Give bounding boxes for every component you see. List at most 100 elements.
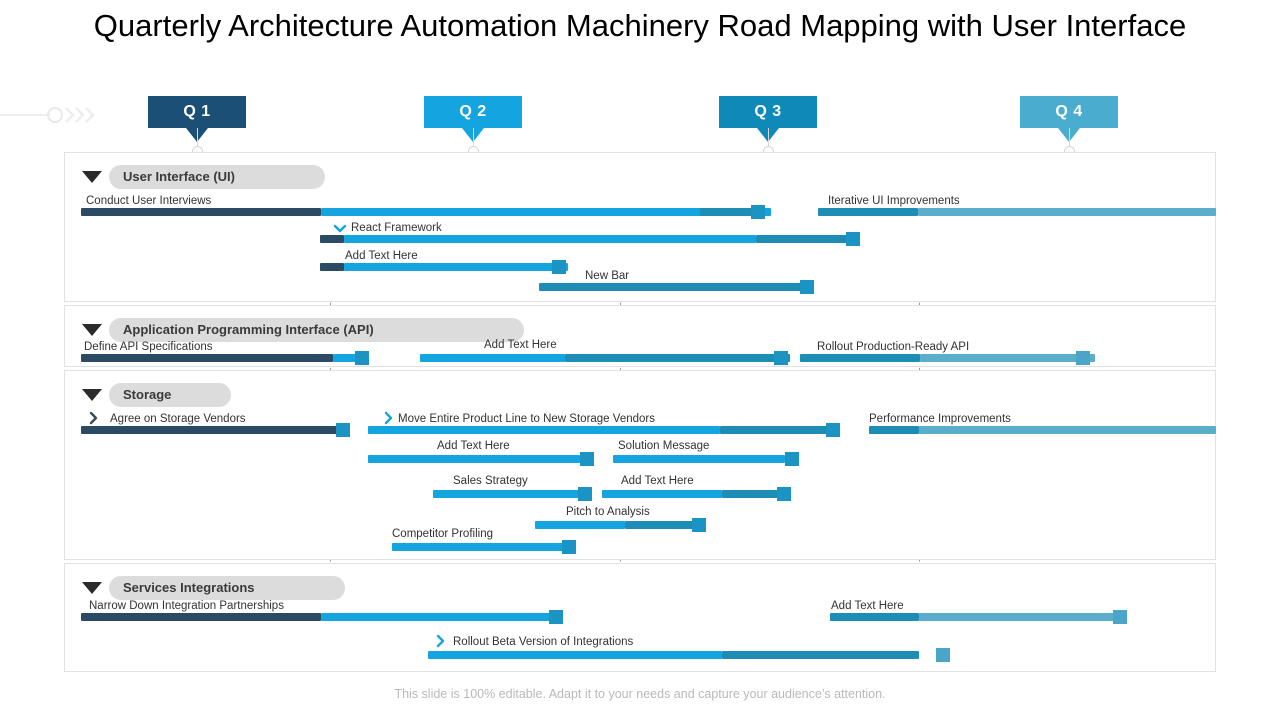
task-bar-segment bbox=[428, 651, 722, 659]
task-bar-agree-on-storage-vendors[interactable] bbox=[0, 423, 1280, 437]
caret-down-icon[interactable] bbox=[81, 323, 103, 337]
task-bar-segment bbox=[918, 208, 1216, 216]
quarter-marker-3[interactable]: Q 3 bbox=[719, 96, 817, 142]
task-label-define-api-specifications: Define API Specifications bbox=[84, 341, 213, 353]
task-bar-move-entire-product-line[interactable] bbox=[0, 423, 1280, 437]
task-bar-pitch-to-analysis[interactable] bbox=[0, 518, 1280, 532]
task-milestone-marker[interactable] bbox=[580, 452, 594, 466]
task-bar-segment bbox=[830, 613, 919, 621]
task-bar-competitor-profiling[interactable] bbox=[0, 540, 1280, 554]
caret-down-icon[interactable] bbox=[81, 170, 103, 184]
chevron-down-icon[interactable] bbox=[333, 221, 347, 235]
task-milestone-marker[interactable] bbox=[751, 205, 765, 219]
task-bar-sales-strategy[interactable] bbox=[0, 487, 1280, 501]
task-bar-segment bbox=[321, 613, 551, 621]
task-label-add-text-here-services: Add Text Here bbox=[831, 600, 904, 612]
task-bar-rollout-beta-version-of-integrations[interactable] bbox=[0, 648, 1280, 662]
task-bar-segment bbox=[565, 354, 790, 362]
task-milestone-marker[interactable] bbox=[336, 423, 350, 437]
task-bar-segment bbox=[420, 354, 565, 362]
footer-note: This slide is 100% editable. Adapt it to… bbox=[394, 687, 886, 701]
task-bar-segment bbox=[320, 263, 344, 271]
task-bar-add-text-here-storage-2[interactable] bbox=[0, 487, 1280, 501]
task-label-narrow-down-integration-partnerships: Narrow Down Integration Partnerships bbox=[89, 600, 284, 612]
task-label-conduct-user-interviews: Conduct User Interviews bbox=[86, 195, 212, 207]
section-header-api[interactable]: Application Programming Interface (API) bbox=[81, 318, 524, 342]
task-milestone-marker[interactable] bbox=[777, 487, 791, 501]
task-bar-conduct-user-interviews[interactable] bbox=[0, 205, 1280, 219]
task-milestone-marker[interactable] bbox=[562, 540, 576, 554]
chevron-right-icon[interactable] bbox=[433, 634, 447, 648]
task-label-performance-improvements: Performance Improvements bbox=[869, 413, 1011, 425]
task-bar-narrow-down-integration-partnerships[interactable] bbox=[0, 610, 1280, 624]
task-bar-add-text-here-services[interactable] bbox=[0, 610, 1280, 624]
task-bar-segment bbox=[700, 208, 765, 216]
task-bar-segment bbox=[869, 426, 919, 434]
task-bar-segment bbox=[613, 455, 785, 463]
quarter-label: Q 2 bbox=[459, 103, 487, 120]
task-bar-solution-message[interactable] bbox=[0, 452, 1280, 466]
task-bar-segment bbox=[720, 426, 830, 434]
task-milestone-marker[interactable] bbox=[936, 648, 950, 662]
quarter-marker-1[interactable]: Q 1 bbox=[148, 96, 246, 142]
task-bar-new-bar[interactable] bbox=[0, 280, 1280, 294]
task-bar-add-text-here-api[interactable] bbox=[0, 351, 1280, 365]
task-bar-segment bbox=[81, 613, 321, 621]
task-milestone-marker[interactable] bbox=[1076, 351, 1090, 365]
task-bar-segment bbox=[535, 521, 625, 529]
decorative-arrows-icon bbox=[0, 100, 100, 130]
task-bar-segment bbox=[756, 235, 860, 243]
task-milestone-marker[interactable] bbox=[355, 351, 369, 365]
task-milestone-marker[interactable] bbox=[552, 260, 566, 274]
task-milestone-marker[interactable] bbox=[846, 232, 860, 246]
task-milestone-marker[interactable] bbox=[774, 351, 788, 365]
quarter-marker-2[interactable]: Q 2 bbox=[424, 96, 522, 142]
task-label-add-text-here-storage: Add Text Here bbox=[437, 440, 510, 452]
task-bar-react-framework[interactable] bbox=[0, 232, 1280, 246]
task-bar-add-text-here-storage[interactable] bbox=[0, 452, 1280, 466]
task-label-add-text-here-storage-2: Add Text Here bbox=[621, 475, 694, 487]
task-label-iterative-ui-improvements: Iterative UI Improvements bbox=[828, 195, 960, 207]
task-bar-performance-improvements[interactable] bbox=[0, 426, 1280, 434]
task-bar-segment bbox=[919, 426, 1216, 434]
task-bar-segment bbox=[539, 283, 814, 291]
quarter-stem bbox=[197, 128, 198, 152]
task-milestone-marker[interactable] bbox=[1113, 610, 1127, 624]
task-label-pitch-to-analysis: Pitch to Analysis bbox=[566, 506, 650, 518]
task-bar-segment bbox=[344, 263, 568, 271]
caret-down-icon[interactable] bbox=[81, 581, 103, 595]
task-label-react-framework: React Framework bbox=[351, 222, 442, 234]
section-header-storage[interactable]: Storage bbox=[81, 383, 232, 407]
chevron-right-icon[interactable] bbox=[381, 411, 395, 425]
section-header-user-interface[interactable]: User Interface (UI) bbox=[81, 165, 325, 189]
task-milestone-marker[interactable] bbox=[578, 487, 592, 501]
task-milestone-marker[interactable] bbox=[549, 610, 563, 624]
section-title: Application Programming Interface (API) bbox=[109, 318, 524, 342]
task-bar-add-text-here-ui[interactable] bbox=[0, 260, 1280, 274]
section-storage: Storage bbox=[64, 370, 1216, 560]
task-bar-rollout-production-ready-api[interactable] bbox=[0, 351, 1280, 365]
task-label-new-bar: New Bar bbox=[585, 270, 630, 282]
caret-down-icon[interactable] bbox=[81, 388, 103, 402]
task-bar-define-api-specifications[interactable] bbox=[0, 351, 1280, 365]
task-label-add-text-here-ui: Add Text Here bbox=[345, 250, 418, 262]
quarter-marker-4[interactable]: Q 4 bbox=[1020, 96, 1118, 142]
quarter-stem bbox=[768, 128, 769, 152]
section-title: Services Integrations bbox=[109, 576, 345, 600]
chevron-right-icon[interactable] bbox=[86, 411, 100, 425]
section-header-services-integrations[interactable]: Services Integrations bbox=[81, 576, 345, 600]
task-bar-segment bbox=[392, 543, 568, 551]
task-bar-segment bbox=[433, 490, 581, 498]
task-bar-segment bbox=[333, 354, 368, 362]
task-label-rollout-beta-version-of-integrations: Rollout Beta Version of Integrations bbox=[453, 636, 634, 648]
task-bar-segment bbox=[625, 521, 695, 529]
task-milestone-marker[interactable] bbox=[826, 423, 840, 437]
task-bar-segment bbox=[81, 426, 337, 434]
task-label-move-entire-product-line: Move Entire Product Line to New Storage … bbox=[398, 413, 655, 425]
task-bar-iterative-ui-improvements[interactable] bbox=[0, 208, 1280, 216]
task-milestone-marker[interactable] bbox=[800, 280, 814, 294]
task-milestone-marker[interactable] bbox=[692, 518, 706, 532]
task-milestone-marker[interactable] bbox=[785, 452, 799, 466]
quarter-stem bbox=[1069, 128, 1070, 152]
task-bar-segment bbox=[368, 426, 720, 434]
